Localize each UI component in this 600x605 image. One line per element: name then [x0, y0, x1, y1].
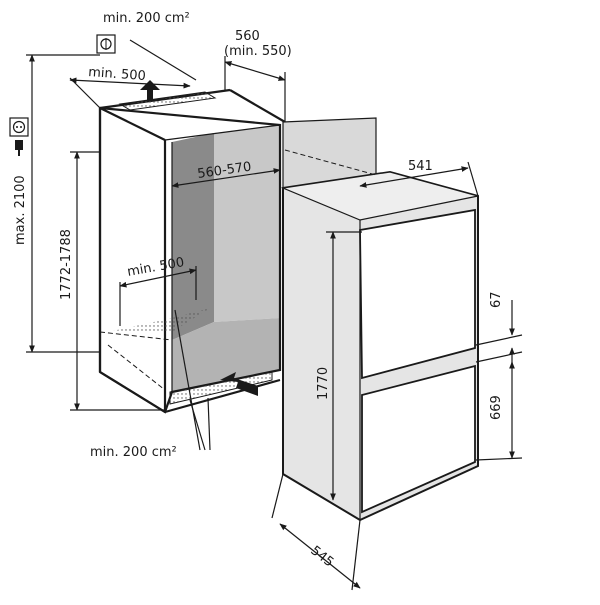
top-vent-slot — [118, 91, 217, 111]
niche-height-label: 1772-1788 — [59, 229, 74, 300]
niche-floor — [172, 318, 280, 392]
dimension-lines — [26, 39, 523, 591]
air-in-arrow — [220, 372, 258, 396]
power-socket-icon — [9, 117, 29, 137]
outer-depth-min-label: (min. 550) — [224, 44, 292, 59]
vent-bottom-area-label: min. 200 cm² — [90, 445, 177, 460]
bottom-vent-grid — [169, 371, 273, 405]
power-plug-icon — [15, 140, 23, 156]
freezer-door-height-label: 669 — [489, 395, 504, 420]
niche-back-wall — [214, 125, 280, 322]
appliance-depth-label: 541 — [408, 159, 433, 174]
outer-depth-label: 560 — [235, 29, 260, 44]
freezer-door — [361, 364, 476, 514]
appliance — [280, 117, 479, 522]
fridge-door — [359, 208, 476, 380]
top-opening-width-label: min. 500 — [88, 65, 146, 84]
airflow-arrows — [140, 80, 258, 396]
niche-width-label: 560-570 — [196, 160, 252, 182]
ventilation-outlet-icon — [96, 34, 116, 54]
max-height-label: max. 2100 — [13, 175, 28, 245]
appliance-height-label: 1770 — [316, 367, 331, 400]
niche-cabinet — [98, 88, 286, 414]
floor-vent-pattern — [108, 308, 210, 332]
vent-top-area-label: min. 200 cm² — [103, 11, 190, 26]
gap-between-doors-label: 67 — [489, 291, 504, 308]
air-out-arrow — [140, 80, 160, 100]
